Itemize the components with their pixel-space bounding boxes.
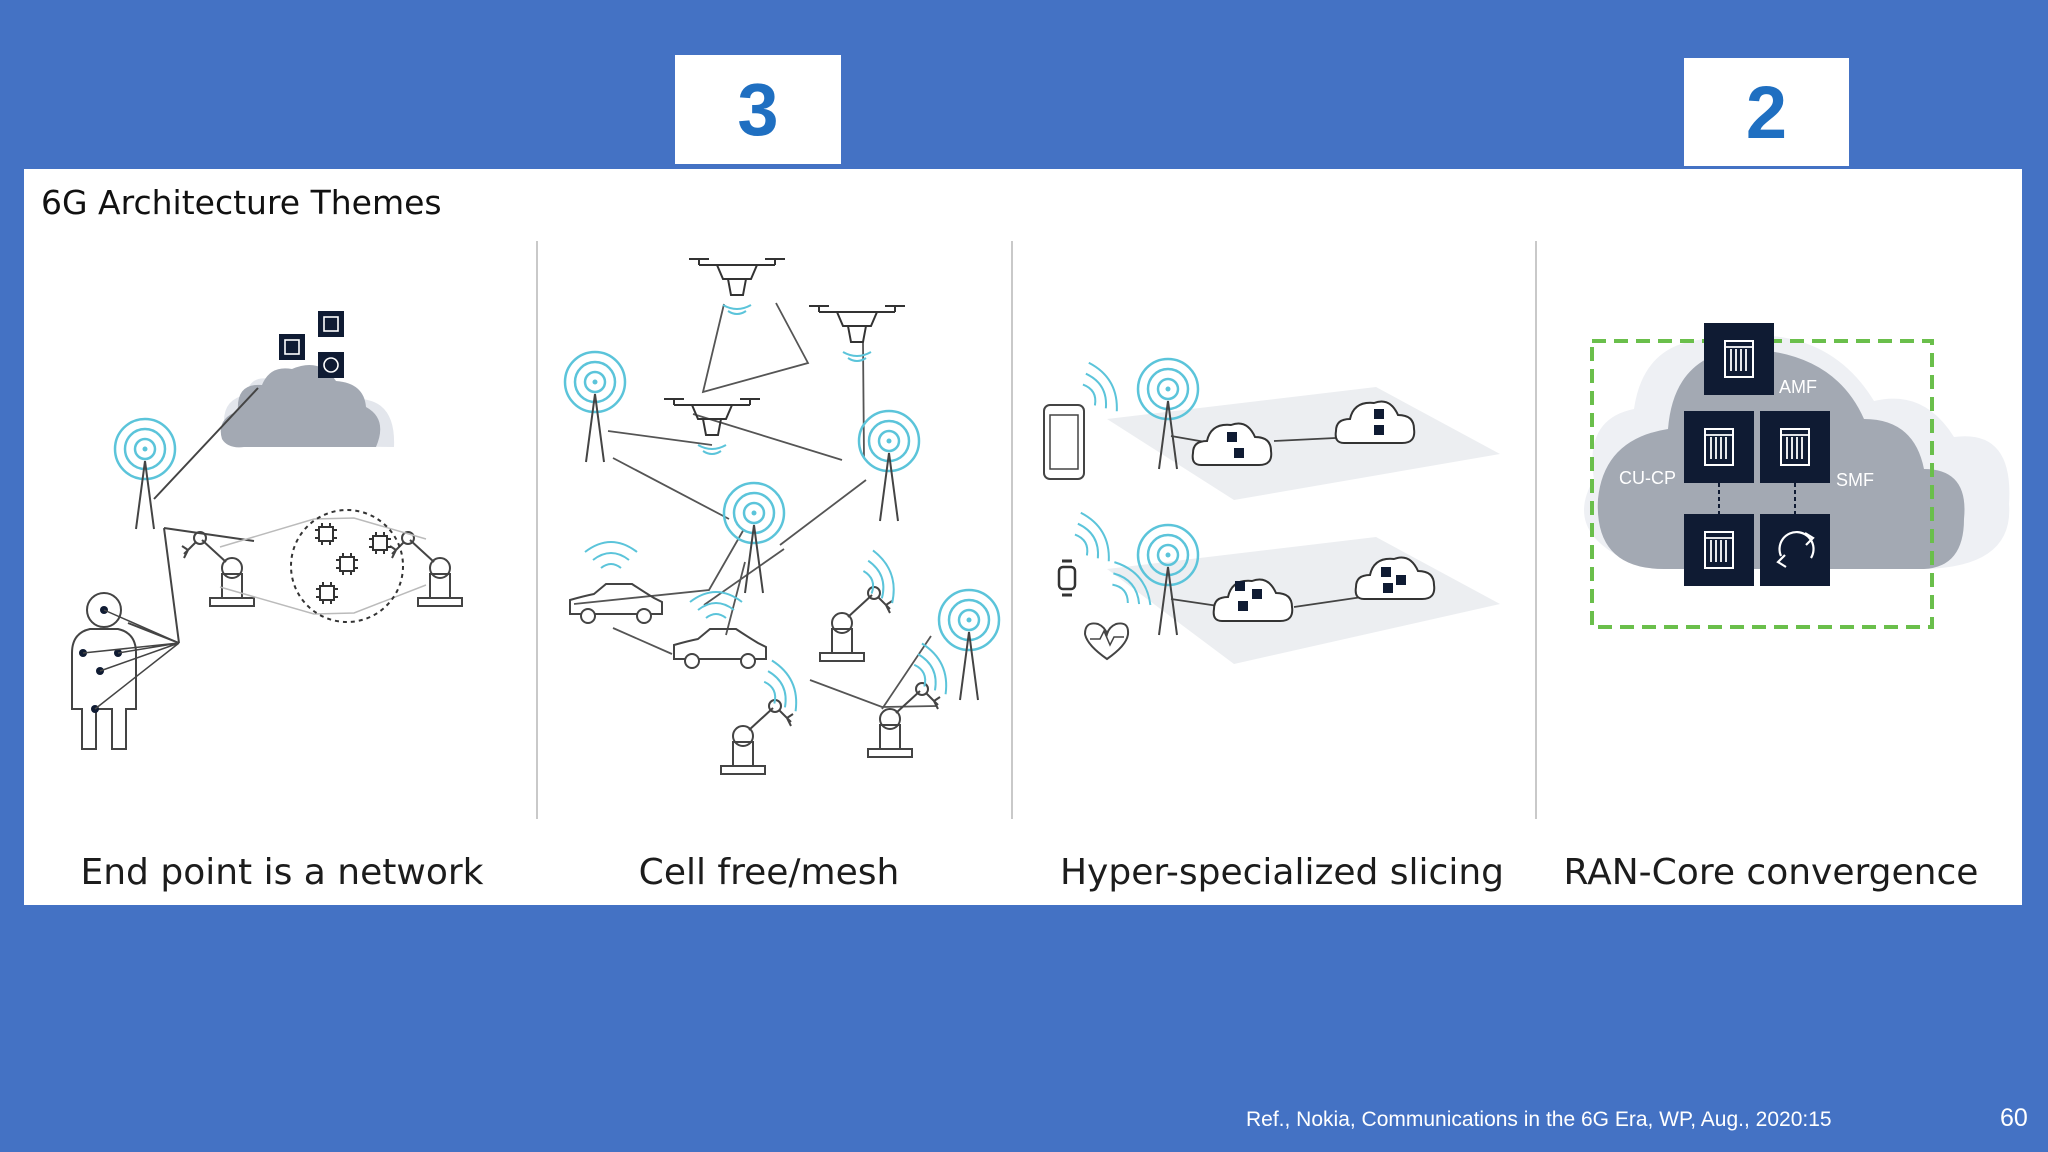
panel-title: 6G Architecture Themes xyxy=(41,183,442,222)
heart-rate-icon xyxy=(1083,622,1130,661)
cu-cp-label: CU-CP xyxy=(1619,468,1676,488)
convergence-boundary xyxy=(1590,339,1934,629)
hyper-slicing-illustration xyxy=(1043,357,1500,664)
architecture-illustrations: AMF CU-CP SMF CU-UP UPF xyxy=(71,258,2010,775)
cloud-icon xyxy=(220,365,381,448)
cell-free-mesh-illustration xyxy=(563,258,1001,775)
amf-label: AMF xyxy=(1779,377,1817,397)
reference-footnote: Ref., Nokia, Communications in the 6G Er… xyxy=(1246,1108,1832,1131)
person-icon xyxy=(71,592,137,750)
caption-end-point-network: End point is a network xyxy=(80,852,484,893)
page-number: 60 xyxy=(2000,1104,2028,1132)
cu-up-label: CU-UP xyxy=(1618,568,1675,588)
smf-label: SMF xyxy=(1836,470,1874,490)
column-divider xyxy=(536,241,538,819)
watch-icon xyxy=(1057,565,1077,591)
upf-label: UPF xyxy=(1837,569,1873,589)
column-divider xyxy=(1011,241,1013,819)
caption-ran-core-convergence: RAN-Core convergence xyxy=(1563,852,1979,893)
phone-icon xyxy=(1043,404,1085,480)
ran-core-convergence-illustration: AMF CU-CP SMF CU-UP UPF xyxy=(1584,323,2010,629)
number-badge-2: 2 xyxy=(1684,58,1849,166)
caption-cell-free-mesh: Cell free/mesh xyxy=(638,852,900,893)
architecture-themes-panel: 6G Architecture Themes xyxy=(24,169,2022,905)
column-divider xyxy=(1535,241,1537,819)
number-badge-3: 3 xyxy=(675,55,841,164)
caption-hyper-slicing: Hyper-specialized slicing xyxy=(1059,852,1505,893)
end-point-network-illustration xyxy=(71,311,463,750)
